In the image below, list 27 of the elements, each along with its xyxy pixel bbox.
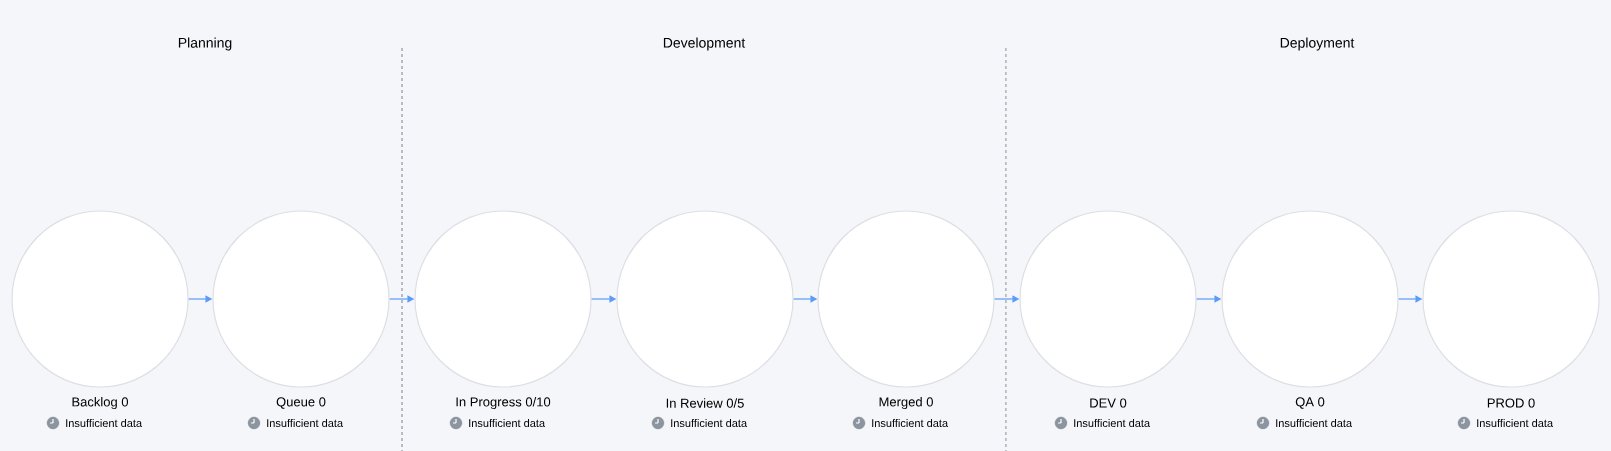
stage-label: In Progress 0/10: [456, 396, 551, 410]
status-text: Insufficient data: [1074, 418, 1151, 428]
status-text: Insufficient data: [66, 418, 143, 428]
status-text: Insufficient data: [1276, 418, 1353, 428]
status-text: Insufficient data: [469, 418, 546, 428]
stage-circle: [212, 210, 390, 388]
stage-label: Merged 0: [879, 396, 933, 410]
stage-circle: [616, 210, 794, 388]
stage-label: DEV 0: [1090, 398, 1127, 408]
section-heading: Deployment: [1280, 37, 1355, 51]
stage-label: Queue 0: [276, 397, 326, 409]
stage-circle: [1422, 210, 1600, 388]
section-heading: Development: [663, 37, 746, 51]
status-text: Insufficient data: [1477, 418, 1554, 428]
stage-label: In Review 0/5: [666, 398, 744, 408]
stage-label: QA 0: [1295, 397, 1325, 409]
status-text: Insufficient data: [267, 418, 344, 428]
section-heading: Planning: [178, 37, 232, 51]
stage-label: Backlog 0: [72, 396, 129, 410]
stage-circle: [1221, 210, 1399, 388]
stage-circle: [1019, 210, 1197, 388]
stage-circle: [414, 210, 592, 388]
stage-circle: [11, 210, 189, 388]
stage-circle: [817, 210, 995, 388]
stage-label: PROD 0: [1487, 398, 1535, 408]
status-text: Insufficient data: [671, 418, 748, 428]
status-text: Insufficient data: [872, 418, 949, 428]
